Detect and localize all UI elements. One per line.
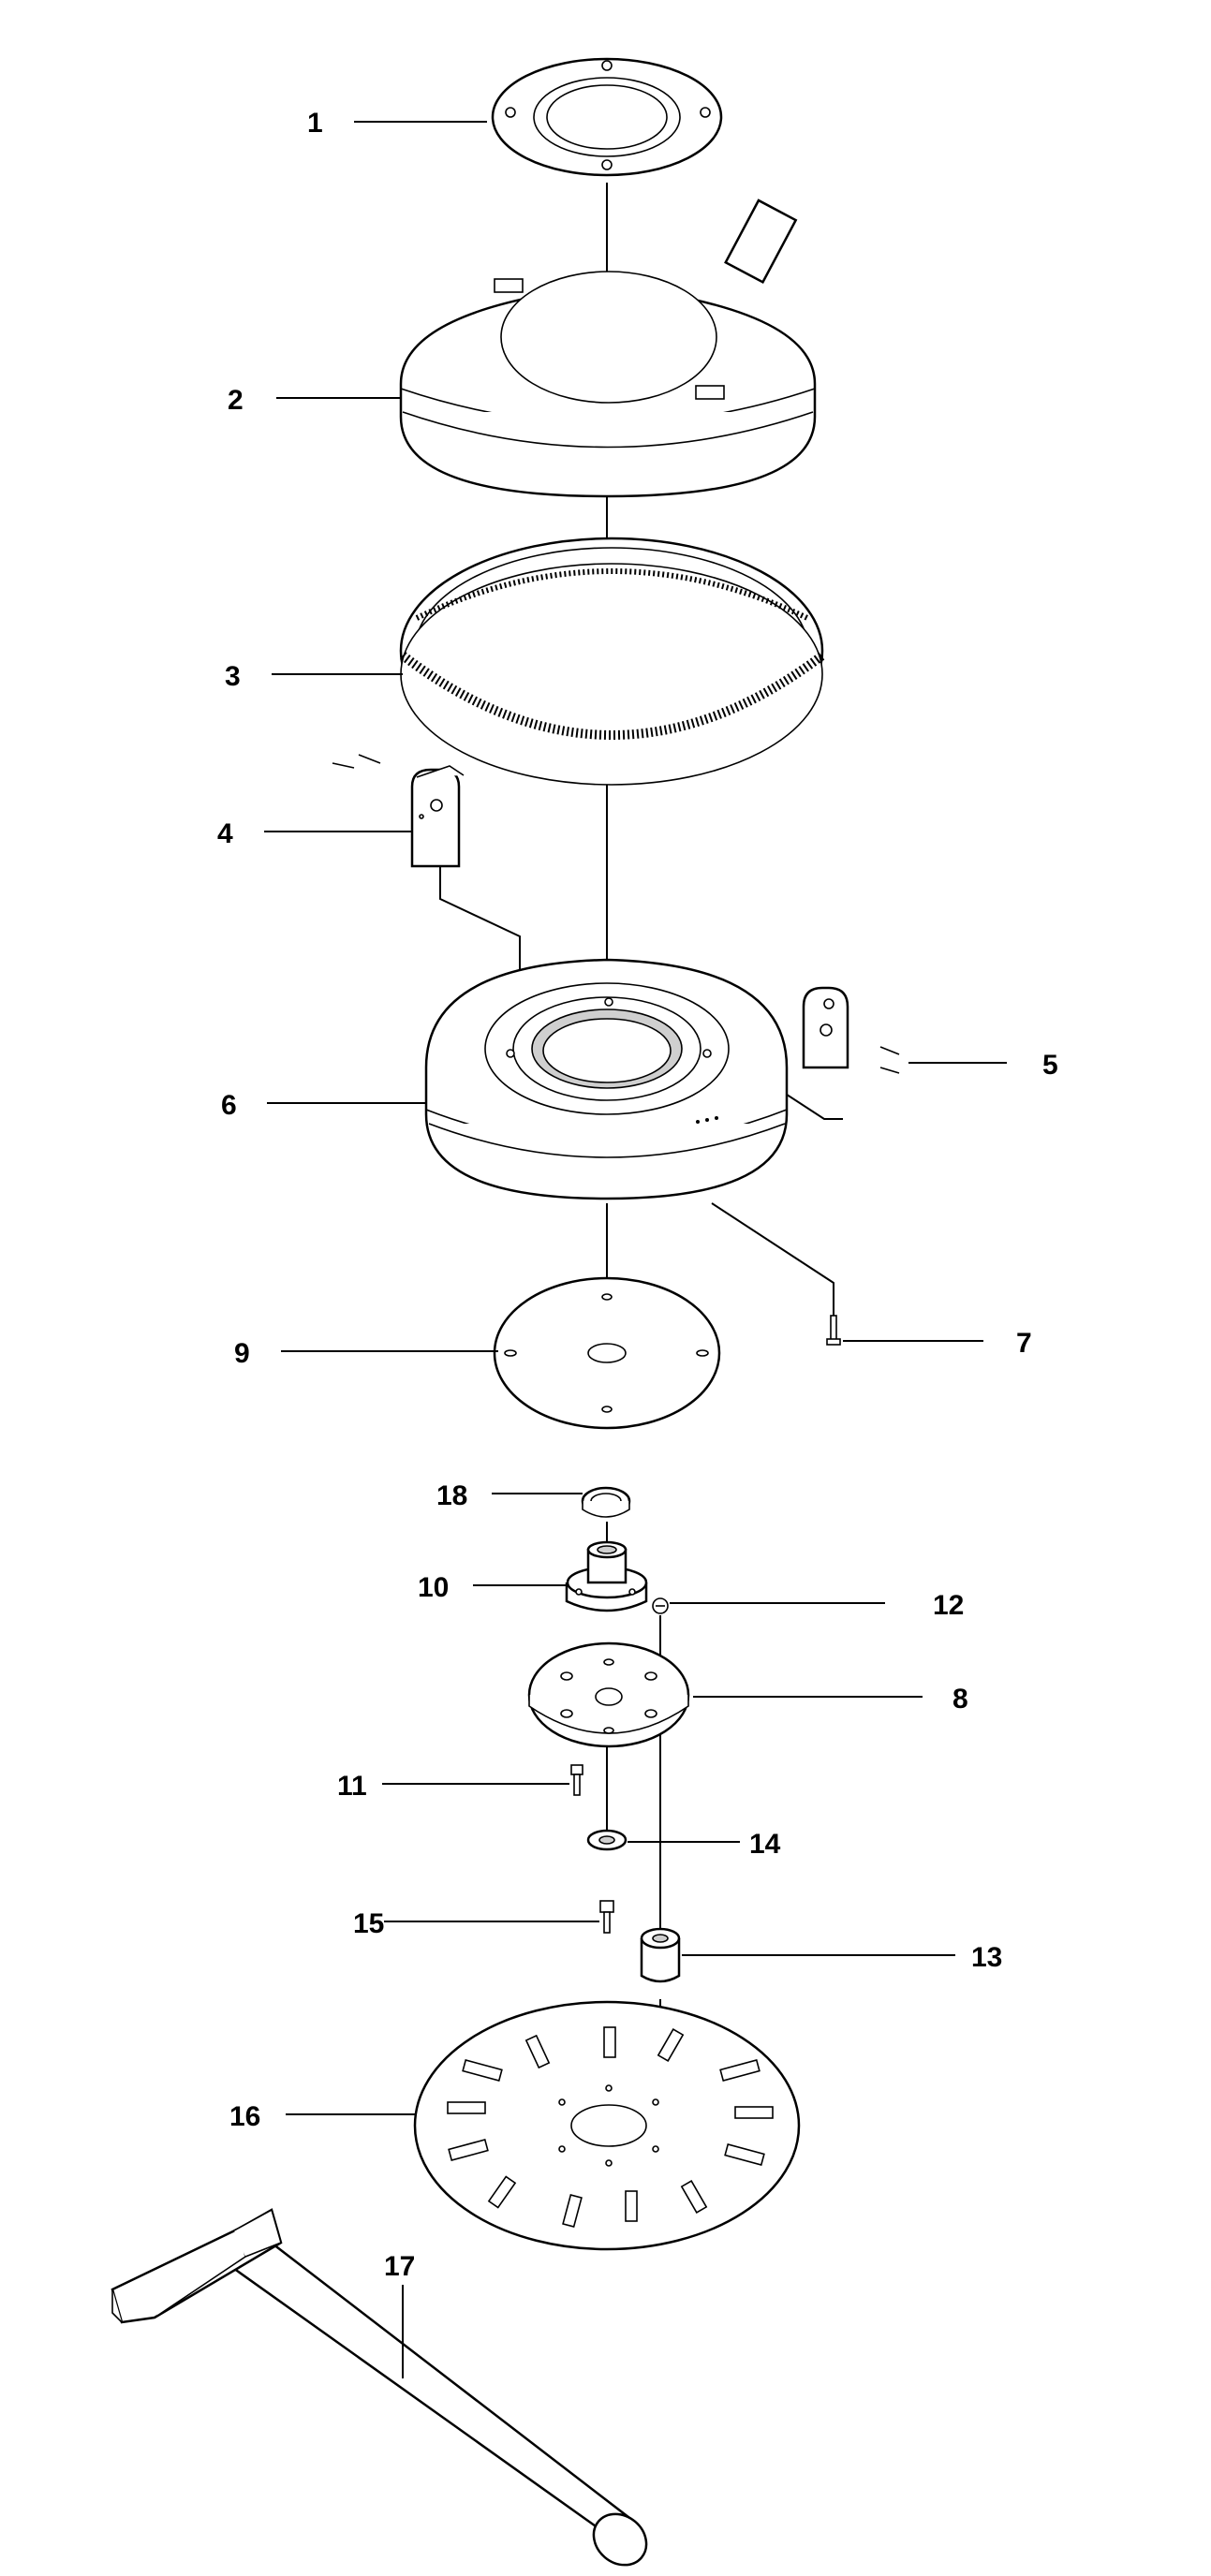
callout-13: 13 (971, 1942, 1002, 1973)
part-9-plate-disk (493, 1276, 721, 1430)
callout-14: 14 (749, 1829, 781, 1860)
part-3-toothed-ring (399, 537, 826, 786)
part-1-flange-ring (491, 57, 723, 177)
callout-labels: 1 2 3 4 5 6 7 8 9 10 11 12 13 14 15 16 1… (217, 108, 1058, 2282)
callout-11: 11 (337, 1771, 367, 1802)
part-14-washer (586, 1829, 628, 1851)
callout-8: 8 (953, 1684, 968, 1715)
callout-18: 18 (436, 1480, 467, 1511)
callout-3: 3 (225, 661, 241, 692)
part-8-mounting-plate (527, 1641, 690, 1748)
callout-9: 9 (234, 1338, 250, 1369)
part-18-seal-ring (581, 1486, 631, 1518)
part-17-hammer (111, 2208, 648, 2567)
part-16-grinding-disc (413, 2000, 801, 2251)
disc-slots (447, 2026, 774, 2228)
part-11-bolt (570, 1764, 583, 1796)
callout-2: 2 (228, 385, 244, 416)
part-13-spacer-bushing (640, 1927, 681, 1983)
part-4-bracket-left (332, 754, 465, 868)
part-7-screw (826, 1315, 841, 1346)
callout-5: 5 (1042, 1050, 1058, 1081)
part-2-cover-housing (399, 199, 817, 498)
callout-6: 6 (221, 1090, 237, 1121)
part-12-small-screw (652, 1597, 669, 1614)
leader-lines (264, 121, 1007, 2378)
callout-4: 4 (217, 818, 233, 849)
callout-7: 7 (1016, 1328, 1032, 1359)
callout-17: 17 (384, 2251, 415, 2282)
part-5-bracket-right (802, 986, 900, 1074)
part-10-hub (565, 1540, 648, 1612)
callout-12: 12 (933, 1590, 964, 1621)
part-15-bolt (599, 1900, 614, 1934)
callout-10: 10 (418, 1572, 449, 1603)
callout-16: 16 (229, 2101, 260, 2132)
part-6-base-housing (424, 958, 789, 1200)
callout-15: 15 (353, 1908, 384, 1939)
callout-1: 1 (307, 108, 323, 139)
